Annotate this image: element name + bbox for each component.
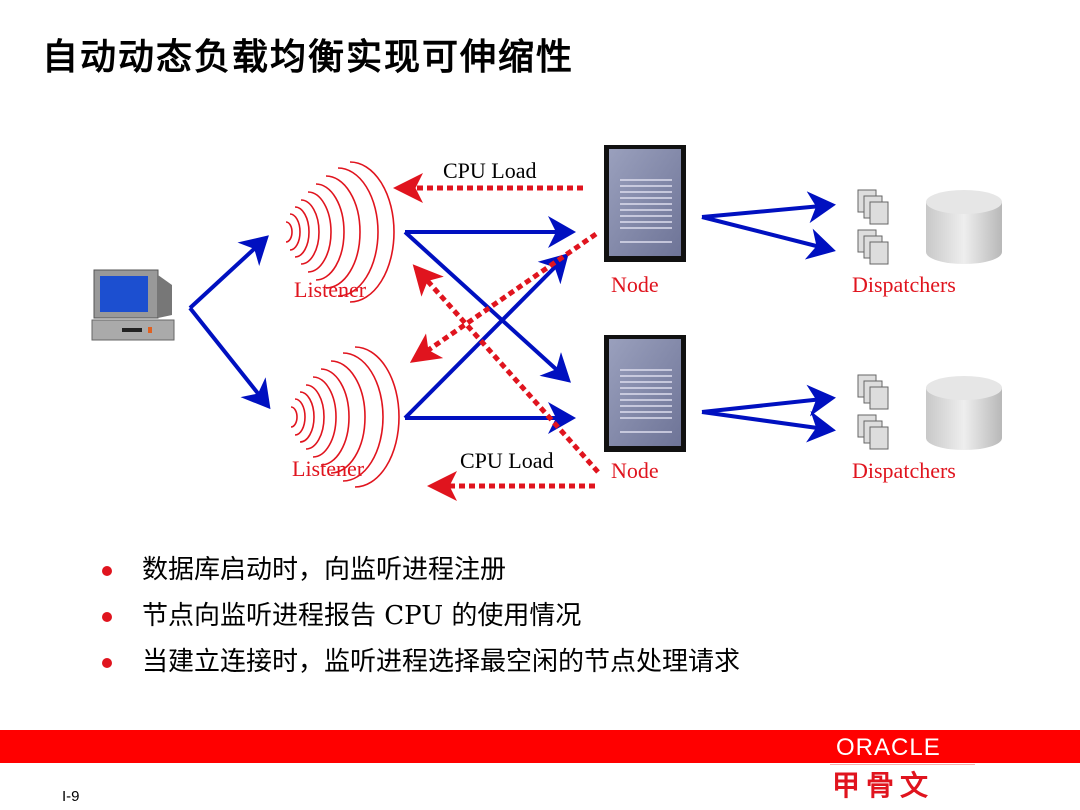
node-label: Node — [611, 458, 659, 483]
bullet-item: 当建立连接时，监听进程选择最空闲的节点处理请求 — [100, 642, 740, 688]
load-balancing-diagram — [91, 145, 1002, 501]
page-number: I-9 — [62, 788, 80, 805]
node-label: Node — [611, 272, 659, 297]
cpu-load-label: CPU Load — [443, 158, 537, 183]
bullet-icon — [102, 658, 112, 668]
bullet-list: 数据库启动时，向监听进程注册 节点向监听进程报告 CPU 的使用情况 当建立连接… — [100, 550, 740, 688]
oracle-logo: ORACLE — [836, 734, 941, 761]
database-cylinder-icon — [926, 190, 1002, 264]
dispatcher-arrows — [701, 191, 836, 443]
logo-divider — [830, 764, 975, 765]
bullet-text: 当建立连接时，监听进程选择最空闲的节点处理请求 — [142, 647, 741, 677]
bullet-text: 节点向监听进程报告 CPU 的使用情况 — [142, 601, 582, 631]
bullet-icon — [102, 612, 112, 622]
database-cylinder-icon — [926, 376, 1002, 450]
dispatchers-icon — [857, 189, 889, 265]
node-server-icon — [604, 335, 686, 452]
node-server-icon — [604, 145, 686, 262]
bullet-icon — [102, 566, 112, 576]
bullet-item: 数据库启动时，向监听进程注册 — [100, 550, 740, 596]
listener-label: Listener — [294, 277, 367, 302]
oracle-cn-logo: 甲骨文 — [832, 769, 935, 802]
dispatchers-label: Dispatchers — [852, 458, 956, 483]
dispatchers-label: Dispatchers — [852, 272, 956, 297]
bullet-text: 数据库启动时，向监听进程注册 — [142, 555, 507, 585]
footer-bar — [0, 730, 1080, 763]
bullet-item: 节点向监听进程报告 CPU 的使用情况 — [100, 596, 740, 642]
client-connection-arrows — [188, 216, 576, 434]
client-computer-icon — [91, 269, 175, 341]
dispatchers-icon — [857, 374, 889, 450]
cpu-load-arrows — [393, 173, 600, 501]
listener-label: Listener — [292, 456, 365, 481]
listener-waves-icon — [285, 161, 395, 303]
listener-waves-icon — [290, 346, 400, 488]
cpu-load-label: CPU Load — [460, 448, 554, 473]
slide-title: 自动动态负载均衡实现可伸缩性 — [42, 37, 575, 78]
